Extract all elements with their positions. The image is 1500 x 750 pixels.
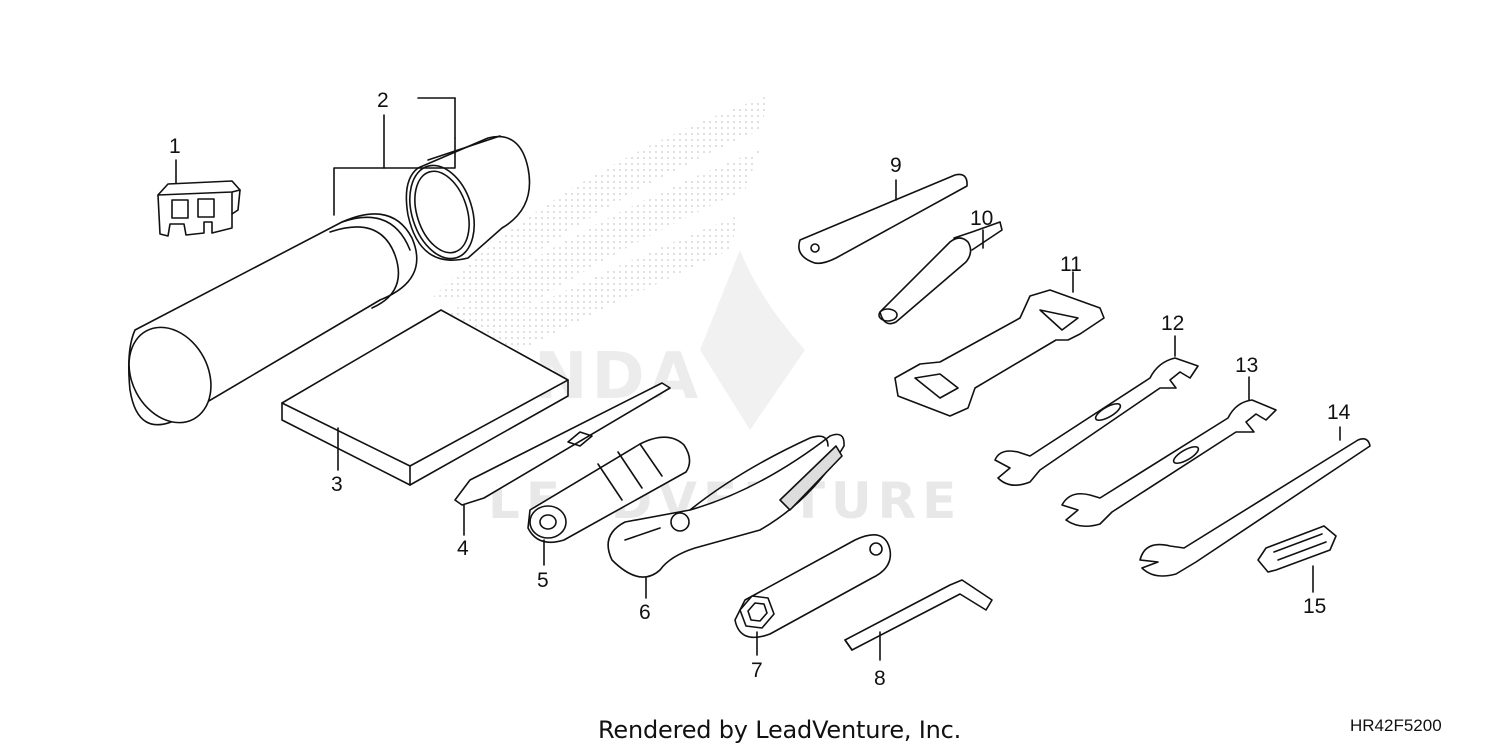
- callout-7: 7: [751, 659, 763, 682]
- callout-14: 14: [1327, 401, 1351, 424]
- callout-13: 13: [1235, 354, 1259, 377]
- honda-wing-watermark: [430, 95, 805, 430]
- handle-wrench-part: [1140, 439, 1370, 576]
- pin-spanner-part: [799, 174, 967, 263]
- callout-12: 12: [1161, 312, 1185, 335]
- open-wrench-13-part: [1062, 400, 1276, 526]
- hex-key-part: [845, 580, 992, 650]
- callout-11: 11: [1060, 253, 1082, 276]
- callout-1: 1: [169, 135, 181, 158]
- fuse-puller-part: [1258, 526, 1336, 572]
- callout-5: 5: [537, 569, 549, 592]
- screwdriver-part: [455, 383, 670, 505]
- box-wrench-part: [895, 290, 1104, 416]
- render-credit: Rendered by LeadVenture, Inc.: [598, 716, 962, 744]
- open-wrench-12-part: [995, 358, 1198, 485]
- spark-plug-wrench-part: [735, 535, 890, 638]
- screwdriver-handle-part: [528, 437, 690, 542]
- socket-bit-part: [879, 222, 1002, 324]
- pliers-part: [608, 434, 844, 577]
- callout-4: 4: [457, 537, 469, 560]
- callout-8: 8: [874, 667, 886, 690]
- callout-6: 6: [639, 601, 651, 624]
- owners-manual-part: [282, 310, 568, 485]
- callout-15: 15: [1303, 595, 1327, 618]
- callout-9: 9: [890, 154, 902, 177]
- leader-2-bracket: [334, 138, 455, 215]
- callout-2: 2: [377, 89, 389, 112]
- tool-tube-part: [113, 214, 417, 437]
- diagram-code: HR42F5200: [1350, 716, 1442, 735]
- callout-3: 3: [331, 473, 343, 496]
- fuse-part: [158, 181, 240, 236]
- callout-10: 10: [970, 207, 994, 230]
